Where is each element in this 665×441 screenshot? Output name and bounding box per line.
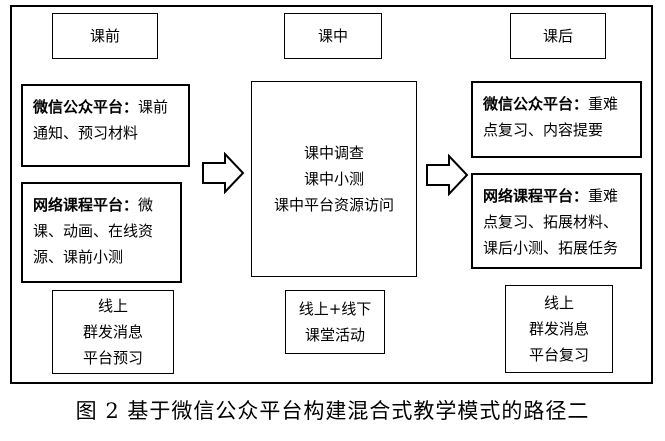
after-network-box: 网络课程平台：重难点复习、拓展材料、课后小测、拓展任务	[471, 173, 642, 269]
before-network-box: 网络课程平台：微课、动画、在线资源、课前小测	[21, 182, 182, 283]
before-wechat-label: 微信公众平台：	[33, 98, 139, 116]
after-bottom-line-1: 线上	[543, 294, 574, 312]
after-wechat-box: 微信公众平台：重难点复习、内容提要	[471, 81, 642, 158]
before-bottom-line-2: 群发消息	[82, 323, 143, 341]
before-network-label: 网络课程平台：	[33, 196, 139, 214]
header-after: 课后	[510, 13, 606, 59]
before-wechat-box: 微信公众平台：课前通知、预习材料	[21, 84, 190, 167]
diagram-frame	[10, 5, 653, 384]
before-bottom-line-3: 平台预习	[82, 349, 143, 367]
arrow-right-icon	[426, 154, 469, 196]
during-main-line-2: 课中小测	[303, 170, 364, 188]
during-main-line-3: 课中平台资源访问	[273, 196, 394, 214]
header-before: 课前	[52, 13, 158, 59]
after-wechat-text: 重难点复习、内容提要	[483, 95, 619, 139]
after-network-text: 重难点复习、拓展材料、课后小测、拓展任务	[483, 187, 619, 257]
after-network-label: 网络课程平台：	[483, 187, 589, 205]
header-during-label: 课中	[317, 27, 348, 45]
before-wechat-text: 课前通知、预习材料	[33, 98, 169, 142]
figure-caption: 图 2 基于微信公众平台构建混合式教学模式的路径二	[75, 399, 590, 423]
during-main-line-1: 课中调查	[303, 144, 364, 162]
during-bottom-box: 线上+线下 课堂活动	[285, 290, 385, 354]
header-during: 课中	[284, 13, 382, 59]
header-after-label: 课后	[542, 27, 573, 45]
during-main-box: 课中调查 课中小测 课中平台资源访问	[251, 81, 417, 277]
during-bottom-line-2: 课堂活动	[304, 326, 365, 344]
before-bottom-box: 线上 群发消息 平台预习	[52, 290, 174, 374]
after-bottom-line-3: 平台复习	[528, 346, 589, 364]
arrow-right-icon	[202, 152, 245, 194]
before-network-text: 微课、动画、在线资源、课前小测	[33, 196, 154, 266]
after-wechat-label: 微信公众平台：	[483, 95, 589, 113]
after-bottom-box: 线上 群发消息 平台复习	[505, 285, 613, 373]
before-bottom-line-1: 线上	[97, 297, 128, 315]
header-before-label: 课前	[89, 27, 120, 45]
after-bottom-line-2: 群发消息	[528, 320, 589, 338]
during-bottom-line-1: 线上+线下	[298, 300, 372, 318]
